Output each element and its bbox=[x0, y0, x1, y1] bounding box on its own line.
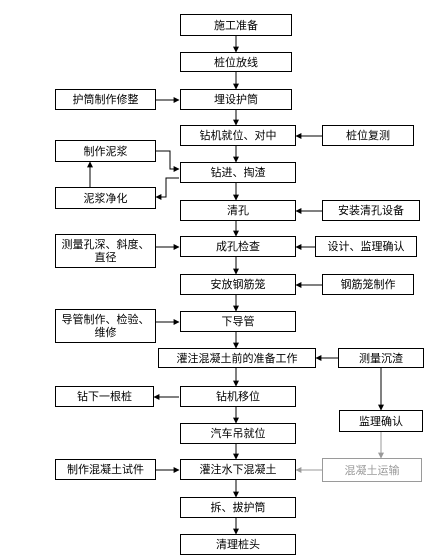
step-pile-position-layout: 桩位放线 bbox=[180, 52, 292, 72]
arrow-l2-s5 bbox=[156, 150, 180, 172]
left-next-pile: 钻下一根桩 bbox=[55, 386, 154, 407]
step-lower-tremie: 下导管 bbox=[180, 311, 296, 332]
step-construction-prep: 施工准备 bbox=[180, 14, 292, 36]
right-measure-sediment: 测量沉渣 bbox=[338, 348, 424, 368]
step-rig-positioning: 钻机就位、对中 bbox=[180, 125, 296, 146]
step-drilling: 钻进、掏渣 bbox=[180, 162, 296, 183]
left-mud-purification: 泥浆净化 bbox=[55, 187, 156, 209]
right-rebar-cage-fabrication: 钢筋笼制作 bbox=[322, 274, 414, 295]
step-place-rebar-cage: 安放钢筋笼 bbox=[180, 274, 296, 295]
step-embed-casing: 埋设护筒 bbox=[180, 89, 292, 110]
right-install-cleaning-equipment: 安装清孔设备 bbox=[322, 200, 420, 221]
left-prepare-mud: 制作泥浆 bbox=[55, 140, 156, 162]
right-supervisor-approval: 监理确认 bbox=[339, 410, 423, 432]
left-measure-hole: 测量孔深、斜度、直径 bbox=[55, 234, 156, 268]
left-concrete-specimens: 制作混凝土试件 bbox=[55, 459, 156, 480]
step-rig-relocation: 钻机移位 bbox=[180, 386, 296, 407]
left-tremie-maintenance: 导管制作、检验、维修 bbox=[55, 309, 156, 343]
right-design-supervisor-approval: 设计、监理确认 bbox=[315, 236, 417, 257]
right-concrete-transport: 混凝土运输 bbox=[322, 458, 422, 482]
step-hole-inspection: 成孔检查 bbox=[180, 236, 296, 257]
left-casing-fabrication: 护筒制作修整 bbox=[55, 89, 156, 110]
step-crane-positioning: 汽车吊就位 bbox=[180, 423, 296, 444]
step-remove-casing: 拆、拔护筒 bbox=[180, 497, 296, 518]
step-pre-pour-prep: 灌注混凝土前的准备工作 bbox=[158, 348, 316, 368]
right-pile-position-recheck: 桩位复测 bbox=[322, 125, 414, 146]
step-hole-cleaning: 清孔 bbox=[180, 200, 296, 221]
step-underwater-pour: 灌注水下混凝土 bbox=[180, 459, 296, 480]
arrow-s5-l3 bbox=[155, 177, 179, 200]
step-trim-pile-head: 清理桩头 bbox=[180, 534, 296, 555]
